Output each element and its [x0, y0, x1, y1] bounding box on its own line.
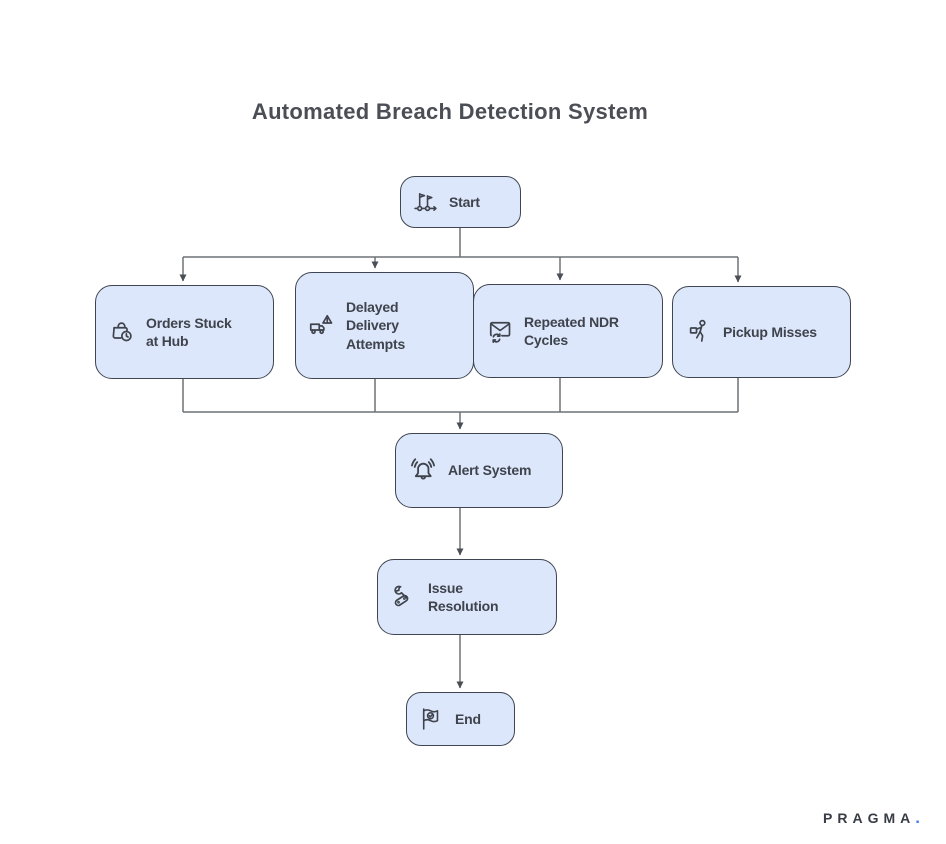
- node-issue-resolution: Issue Resolution: [377, 559, 557, 635]
- envelope-refresh-icon: [489, 321, 511, 344]
- node-end: End: [406, 692, 515, 746]
- tools-icon: [394, 585, 409, 607]
- node-label: Repeated NDR Cycles: [524, 313, 619, 348]
- bell-ringing-icon: [411, 457, 435, 479]
- node-label: Alert System: [448, 462, 532, 479]
- package-clock-icon: [112, 322, 132, 342]
- node-pickup-misses: Pickup Misses: [672, 286, 851, 378]
- brand-dot: .: [915, 808, 920, 827]
- node-label: Pickup Misses: [723, 323, 817, 340]
- flag-check-icon: [422, 708, 439, 730]
- node-repeated-ndr-cycles: Repeated NDR Cycles: [473, 284, 663, 378]
- node-label: End: [455, 710, 481, 727]
- node-label: Start: [449, 193, 480, 210]
- person-carrying-box-icon: [689, 319, 706, 342]
- node-label: Delayed Delivery Attempts: [346, 298, 406, 352]
- node-delayed-delivery-attempts: Delayed Delivery Attempts: [295, 272, 474, 379]
- node-label: Orders Stuck at Hub: [146, 314, 232, 349]
- brand-logo: PRAGMA.: [823, 808, 920, 828]
- brand-name: PRAGMA: [823, 810, 916, 826]
- page-title: Automated Breach Detection System: [251, 99, 649, 124]
- node-alert-system: Alert System: [395, 433, 563, 508]
- node-start: Start: [400, 176, 521, 228]
- milestone-flags-icon: [414, 193, 437, 212]
- truck-warning-icon: [309, 314, 333, 334]
- node-orders-stuck-at-hub: Orders Stuck at Hub: [95, 285, 274, 379]
- node-label: Issue Resolution: [428, 579, 499, 614]
